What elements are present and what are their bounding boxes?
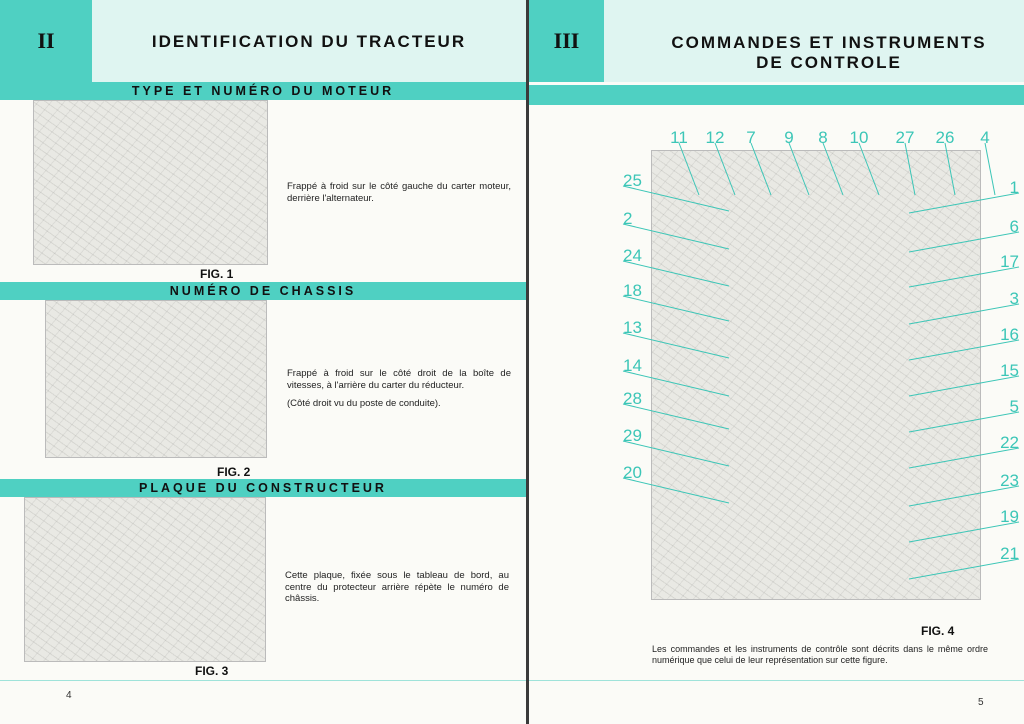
figure-label: FIG. 1 [200, 267, 234, 281]
leader-line [678, 142, 700, 196]
callout-7: 7 [746, 128, 755, 147]
callout-18: 18 [623, 281, 642, 300]
callout-14: 14 [623, 356, 642, 375]
leader-line [944, 142, 956, 196]
callout-1: 1 [1010, 178, 1019, 197]
leader-line [622, 403, 730, 430]
figure-label: FIG. 2 [217, 465, 251, 479]
leader-line [908, 558, 1020, 580]
page-number: 4 [66, 690, 72, 701]
callout-9: 9 [784, 128, 793, 147]
header-bar [529, 85, 1024, 105]
callout-17: 17 [1000, 252, 1019, 271]
page-number: 5 [978, 697, 984, 708]
leader-line [714, 142, 736, 196]
callout-3: 3 [1010, 289, 1019, 308]
leader-line [908, 521, 1020, 543]
callout-11: 11 [670, 128, 688, 147]
chapter-title-line1: COMMANDES ET INSTRUMENTS [671, 33, 987, 52]
callout-16: 16 [1000, 325, 1019, 344]
callout-6: 6 [1010, 217, 1019, 236]
leader-line [622, 370, 730, 397]
callout-27: 27 [896, 128, 915, 147]
leader-line [622, 440, 730, 467]
leader-line [984, 142, 996, 196]
callout-24: 24 [623, 246, 642, 265]
left-page: II IDENTIFICATION DU TRACTEUR TYPE ET NU… [0, 0, 526, 724]
leader-line [908, 339, 1020, 361]
footer-rule [529, 680, 1024, 681]
callout-8: 8 [818, 128, 827, 147]
leader-line [622, 185, 730, 212]
leader-line [858, 142, 880, 196]
callout-20: 20 [623, 463, 642, 482]
manufacturer-plate-figure [24, 497, 266, 662]
callout-25: 25 [623, 171, 642, 190]
leader-line [908, 192, 1020, 214]
leader-line [622, 223, 730, 250]
figure-caption: Les commandes et les instruments de cont… [652, 644, 988, 665]
leader-line [908, 266, 1020, 288]
callout-19: 19 [1000, 507, 1019, 526]
leader-line [622, 260, 730, 287]
callout-10: 10 [850, 128, 869, 147]
right-page: III COMMANDES ET INSTRUMENTS DE CONTROLE… [529, 0, 1024, 724]
leader-line [622, 477, 730, 504]
callout-5: 5 [1010, 397, 1019, 416]
controls-figure [651, 150, 981, 600]
callout-22: 22 [1000, 433, 1019, 452]
callout-13: 13 [623, 318, 642, 337]
figure-label: FIG. 4 [921, 624, 955, 638]
leader-line [908, 231, 1020, 253]
section-text: Frappé à froid sur le côté droit de la b… [287, 368, 511, 391]
chapter-number: II [0, 0, 92, 82]
section-heading: TYPE ET NUMÉRO DU MOTEUR [0, 82, 526, 100]
section-heading: PLAQUE DU CONSTRUCTEUR [0, 479, 526, 497]
callout-26: 26 [936, 128, 955, 147]
chassis-number-figure [45, 300, 267, 458]
chapter-title: IDENTIFICATION DU TRACTEUR [151, 32, 467, 51]
engine-number-figure [33, 100, 268, 265]
callout-23: 23 [1000, 471, 1019, 490]
chapter-header: III COMMANDES ET INSTRUMENTS DE CONTROLE [529, 0, 1024, 82]
section-text: Cette plaque, fixée sous le tableau de b… [285, 570, 509, 604]
leader-line [908, 447, 1020, 469]
figure-label: FIG. 3 [195, 664, 229, 678]
leader-line [908, 375, 1020, 397]
leader-line [908, 303, 1020, 325]
leader-line [908, 485, 1020, 507]
leader-line [622, 332, 730, 359]
leader-line [750, 142, 772, 196]
leader-line [622, 295, 730, 322]
section-text: Frappé à froid sur le côté gauche du car… [287, 181, 511, 204]
callout-15: 15 [1000, 361, 1019, 380]
leader-line [904, 142, 916, 196]
callout-21: 21 [1000, 544, 1019, 563]
callout-28: 28 [623, 389, 642, 408]
callout-29: 29 [623, 426, 642, 445]
callout-12: 12 [706, 128, 725, 147]
chapter-title-line2: DE CONTROLE [756, 53, 902, 72]
footer-rule [0, 680, 526, 681]
section-note: (Côté droit vu du poste de conduite). [287, 398, 441, 409]
leader-line [788, 142, 810, 196]
chapter-header: II IDENTIFICATION DU TRACTEUR [0, 0, 526, 82]
chapter-number: III [529, 0, 604, 82]
section-heading: NUMÉRO DE CHASSIS [0, 282, 526, 300]
leader-line [822, 142, 844, 196]
leader-line [908, 411, 1020, 433]
callout-4: 4 [980, 128, 989, 147]
callout-2: 2 [623, 209, 632, 228]
